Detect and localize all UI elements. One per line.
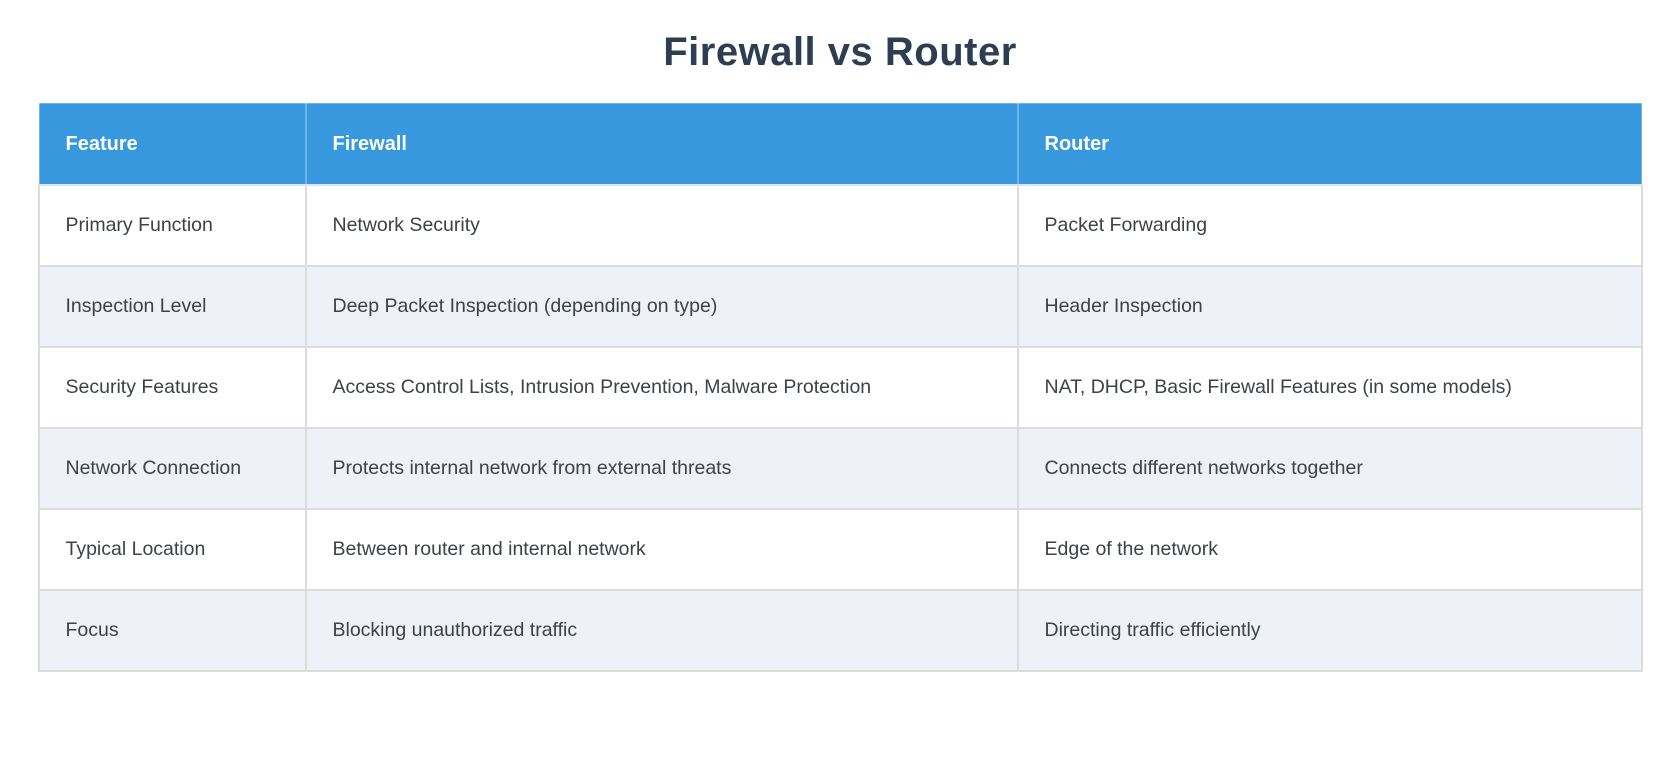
cell-firewall: Blocking unauthorized traffic <box>304 589 1019 672</box>
cell-firewall: Between router and internal network <box>304 508 1019 591</box>
table-row: Network Connection Protects internal net… <box>37 427 1643 510</box>
column-header-router: Router <box>1016 102 1643 186</box>
table-row: Typical Location Between router and inte… <box>37 508 1643 591</box>
cell-feature: Security Features <box>37 346 307 429</box>
column-header-firewall: Firewall <box>304 102 1019 186</box>
cell-router: Edge of the network <box>1016 508 1643 591</box>
cell-router: Header Inspection <box>1016 265 1643 348</box>
cell-router: Packet Forwarding <box>1016 184 1643 267</box>
cell-feature: Network Connection <box>37 427 307 510</box>
table-row: Focus Blocking unauthorized traffic Dire… <box>37 589 1643 672</box>
column-header-feature: Feature <box>37 102 307 186</box>
comparison-table: Feature Firewall Router Primary Function… <box>37 102 1643 672</box>
cell-firewall: Protects internal network from external … <box>304 427 1019 510</box>
cell-router: Connects different networks together <box>1016 427 1643 510</box>
cell-firewall: Access Control Lists, Intrusion Preventi… <box>304 346 1019 429</box>
table-header-row: Feature Firewall Router <box>37 102 1643 186</box>
cell-feature: Typical Location <box>37 508 307 591</box>
page-title: Firewall vs Router <box>663 30 1017 74</box>
cell-firewall: Network Security <box>304 184 1019 267</box>
cell-feature: Primary Function <box>37 184 307 267</box>
cell-router: NAT, DHCP, Basic Firewall Features (in s… <box>1016 346 1643 429</box>
cell-router: Directing traffic efficiently <box>1016 589 1643 672</box>
table-row: Security Features Access Control Lists, … <box>37 346 1643 429</box>
cell-feature: Inspection Level <box>37 265 307 348</box>
table-row: Primary Function Network Security Packet… <box>37 184 1643 267</box>
table-row: Inspection Level Deep Packet Inspection … <box>37 265 1643 348</box>
cell-firewall: Deep Packet Inspection (depending on typ… <box>304 265 1019 348</box>
cell-feature: Focus <box>37 589 307 672</box>
